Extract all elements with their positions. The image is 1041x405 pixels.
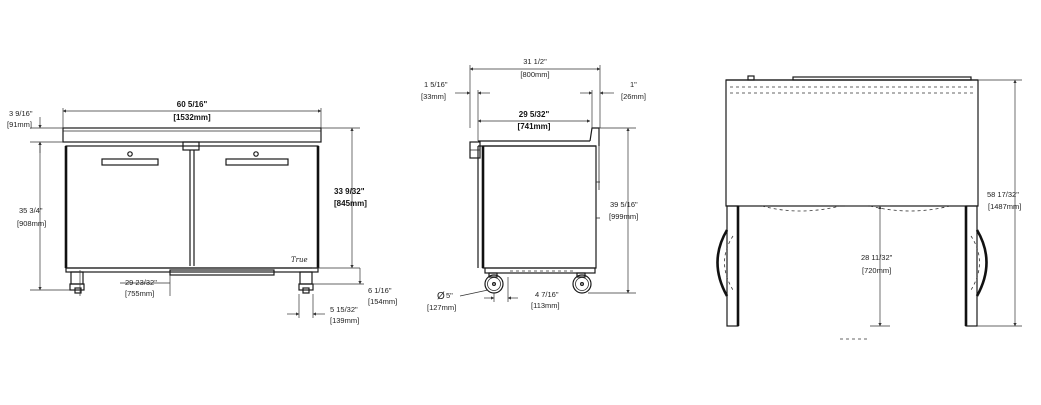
dim-caster-track-metric: [113mm] xyxy=(531,301,560,310)
dim-front-offset-metric: [26mm] xyxy=(621,92,646,101)
side-cabinet xyxy=(482,145,597,269)
open-swing-arc-left xyxy=(716,229,729,297)
dim-body-height-imperial: 35 3/4" xyxy=(19,206,43,215)
dim-overall-depth-imperial: 31 1/2" xyxy=(523,57,547,66)
dim-overall-width-imperial: 60 5/16" xyxy=(177,100,208,109)
dim-base-width-metric: [755mm] xyxy=(125,289,154,298)
dim-cabinet-depth-metric: [741mm] xyxy=(518,122,551,131)
dim-caster-track-imperial: 4 7/16" xyxy=(535,290,559,299)
brand-logo: True xyxy=(291,256,308,264)
front-door-handle-left xyxy=(101,158,159,166)
side-view: 31 1/2" [800mm] 1 5/16" [33mm] 1" [26mm]… xyxy=(421,57,646,312)
dim-overall-height-metric: [1487mm] xyxy=(988,202,1021,211)
open-lid-body xyxy=(725,79,979,207)
dim-caster-diameter-symbol: Ø xyxy=(437,291,445,302)
dim-work-height-metric: [845mm] xyxy=(334,199,367,208)
open-swing-arc-right xyxy=(975,229,988,297)
dim-overall-width-metric: [1532mm] xyxy=(173,113,211,122)
front-caster-left xyxy=(69,271,85,294)
front-top-slab xyxy=(62,127,322,143)
dim-caster-diameter-metric: [127mm] xyxy=(427,303,456,312)
dim-overall-depth-metric: [800mm] xyxy=(520,70,549,79)
dim-top-thickness-imperial: 3 9/16" xyxy=(9,109,33,118)
dim-caster-spacing-metric: [139mm] xyxy=(330,316,359,325)
dim-side-height-imperial: 39 5/16" xyxy=(610,200,638,209)
open-view: 58 17/32" [1487mm] 28 11/32" [720mm] xyxy=(716,75,1022,340)
dim-caster-diameter-imperial: 5" xyxy=(446,291,453,300)
dim-body-height-metric: [908mm] xyxy=(17,219,46,228)
dim-door-height-imperial: 28 11/32" xyxy=(861,253,893,262)
dim-cabinet-depth-imperial: 29 5/32" xyxy=(519,110,550,119)
dim-overall-height-imperial: 58 17/32" xyxy=(987,190,1019,199)
dim-caster-offset-imperial: 6 1/16" xyxy=(368,286,392,295)
dim-work-height-imperial: 33 9/32" xyxy=(334,187,365,196)
dim-side-height-metric: [999mm] xyxy=(609,212,638,221)
front-door-handle-right xyxy=(225,158,289,166)
dim-caster-spacing-imperial: 5 15/32" xyxy=(330,305,358,314)
dim-base-width-imperial: 29 23/32" xyxy=(125,278,157,287)
open-leg-left xyxy=(726,205,739,327)
dim-front-offset-imperial: 1" xyxy=(630,80,637,89)
dim-door-height-metric: [720mm] xyxy=(862,266,891,275)
dim-rear-offset-imperial: 1 5/16" xyxy=(424,80,448,89)
front-view: True 60 5/16" [1532mm] 3 9/16" [91mm] xyxy=(7,100,397,325)
open-leg-right xyxy=(965,205,978,327)
dim-rear-offset-metric: [33mm] xyxy=(421,92,446,101)
dim-caster-offset-metric: [154mm] xyxy=(368,297,397,306)
dim-top-thickness-metric: [91mm] xyxy=(7,120,32,129)
side-caster-right xyxy=(572,272,592,294)
front-cabinet xyxy=(65,145,319,269)
front-caster-right xyxy=(298,271,314,294)
